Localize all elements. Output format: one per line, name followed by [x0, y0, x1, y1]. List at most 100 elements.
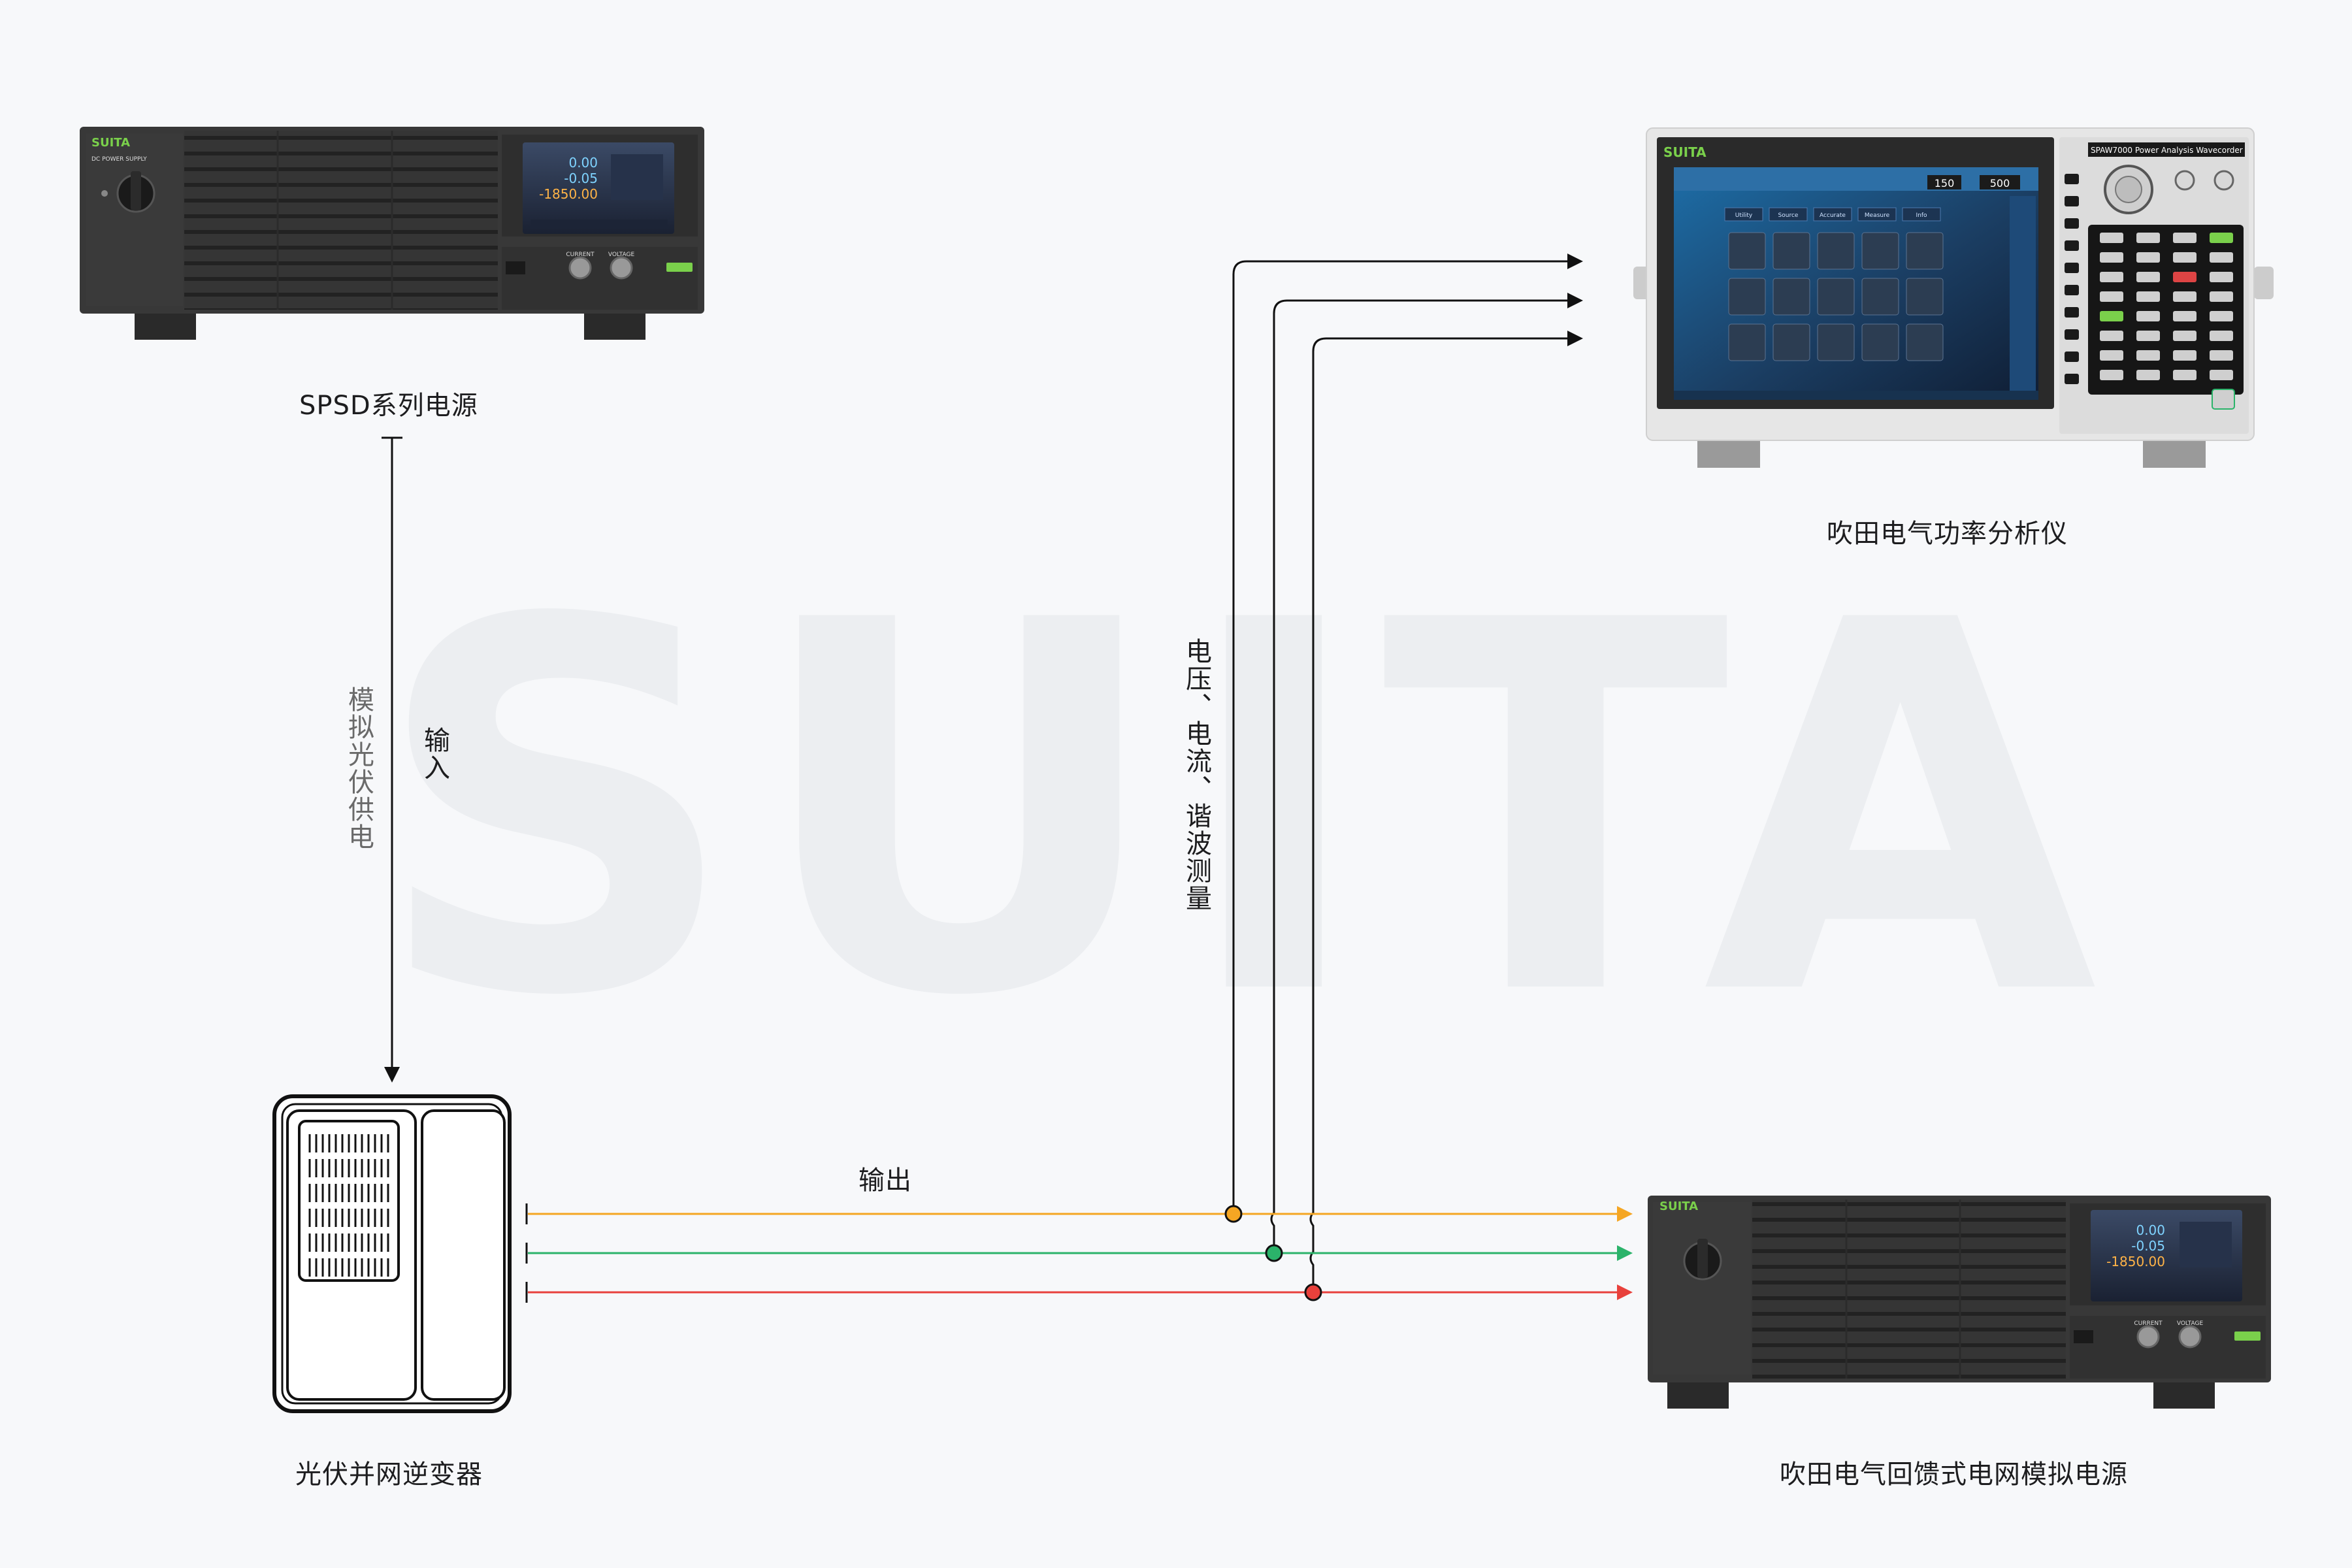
- analyzer-key[interactable]: [2136, 350, 2160, 361]
- grid-current-knob[interactable]: [2136, 1325, 2160, 1348]
- analyzer-tab[interactable]: [1769, 207, 1808, 221]
- analyzer-tab-label: Accurate: [1820, 212, 1846, 219]
- analyzer-side-key[interactable]: [2065, 196, 2079, 206]
- analyzer-key[interactable]: [2136, 252, 2160, 263]
- analyzer-key[interactable]: [2173, 233, 2197, 243]
- analyzer-readout-2: 500: [1990, 177, 2010, 189]
- inverter-device: [272, 1094, 512, 1413]
- analyzer-key[interactable]: [2100, 311, 2123, 321]
- analyzer-key[interactable]: [2100, 331, 2123, 341]
- analyzer-app-icon[interactable]: [1906, 278, 1944, 316]
- analyzer-key[interactable]: [2173, 272, 2197, 282]
- analyzer-tab-label: Measure: [1865, 212, 1890, 219]
- analyzer-side-key[interactable]: [2065, 174, 2079, 184]
- grid-display-value-3: -1850.00: [2106, 1254, 2165, 1269]
- analyzer-readout-1: 150: [1935, 177, 1955, 189]
- analyzer-key[interactable]: [2210, 272, 2233, 282]
- analyzer-key[interactable]: [2100, 370, 2123, 380]
- grid-voltage-knob[interactable]: [2178, 1325, 2202, 1348]
- analyzer-key[interactable]: [2173, 350, 2197, 361]
- dc-display-value-1: 0.00: [568, 155, 598, 171]
- analyzer-key[interactable]: [2210, 252, 2233, 263]
- analyzer-app-icon[interactable]: [1861, 278, 1899, 316]
- junction-orange: [1224, 1205, 1243, 1223]
- analyzer-key[interactable]: [2136, 233, 2160, 243]
- analyzer-keypad: [2088, 225, 2244, 395]
- grid-sim-label: 吹田电气回馈式电网模拟电源: [1780, 1460, 2128, 1490]
- output-button[interactable]: [666, 263, 693, 272]
- analyzer-tab[interactable]: [1902, 207, 1941, 221]
- analyzer-key[interactable]: [2210, 233, 2233, 243]
- analyzer-side-key[interactable]: [2065, 285, 2079, 295]
- analyzer-key[interactable]: [2210, 350, 2233, 361]
- analyzer-tab[interactable]: [1857, 207, 1897, 221]
- analyzer-app-icon[interactable]: [1728, 323, 1766, 361]
- analyzer-key[interactable]: [2173, 291, 2197, 302]
- analyzer-app-grid: [1728, 232, 1944, 361]
- measure-wire-2: [1270, 293, 1583, 1253]
- measure-wire-1: [1232, 253, 1583, 1214]
- measurement-label: 电压、电流、谐波测量: [1181, 638, 1211, 912]
- analyzer-key[interactable]: [2210, 370, 2233, 380]
- output-label: 输出: [858, 1166, 912, 1196]
- analyzer-key[interactable]: [2210, 331, 2233, 341]
- analyzer-app-icon[interactable]: [1817, 232, 1855, 270]
- analyzer-key[interactable]: [2136, 331, 2160, 341]
- analyzer-key[interactable]: [2100, 233, 2123, 243]
- analyzer-small-knob-1[interactable]: [2174, 170, 2195, 191]
- current-knob[interactable]: [568, 256, 592, 280]
- analyzer-app-icon[interactable]: [1817, 323, 1855, 361]
- grid-usb-port[interactable]: [2074, 1330, 2093, 1343]
- grid-output-button[interactable]: [2234, 1331, 2261, 1341]
- analyzer-small-knob-2[interactable]: [2213, 170, 2234, 191]
- dc-display-value-2: -0.05: [564, 171, 598, 186]
- analyzer-app-icon[interactable]: [1906, 232, 1944, 270]
- analyzer-key[interactable]: [2136, 272, 2160, 282]
- analyzer-app-icon[interactable]: [1728, 278, 1766, 316]
- analyzer-key[interactable]: [2100, 350, 2123, 361]
- analyzer-key[interactable]: [2173, 252, 2197, 263]
- analyzer-side-key[interactable]: [2065, 374, 2079, 384]
- analyzer-app-icon[interactable]: [1772, 232, 1810, 270]
- analyzer-key[interactable]: [2100, 291, 2123, 302]
- analyzer-app-icon[interactable]: [1728, 232, 1766, 270]
- analyzer-key[interactable]: [2136, 291, 2160, 302]
- dc-supply-label: SPSD系列电源: [299, 391, 478, 421]
- analyzer-tab[interactable]: [1724, 207, 1763, 221]
- analyzer-app-icon[interactable]: [1772, 323, 1810, 361]
- analyzer-key[interactable]: [2210, 291, 2233, 302]
- analyzer-power-button[interactable]: [2212, 389, 2235, 410]
- analyzer-app-icon[interactable]: [1861, 232, 1899, 270]
- analyzer-key[interactable]: [2173, 370, 2197, 380]
- grid-brand-text: SUITA: [1659, 1200, 1698, 1213]
- analyzer-key[interactable]: [2100, 252, 2123, 263]
- analyzer-tab-label: Source: [1778, 212, 1799, 219]
- analyzer-model-text: SPAW7000 Power Analysis Wavecorder: [2091, 146, 2243, 155]
- analyzer-key[interactable]: [2173, 331, 2197, 341]
- analyzer-tab[interactable]: [1813, 207, 1852, 221]
- analyzer-key[interactable]: [2136, 311, 2160, 321]
- dc-knob-label-voltage: VOLTAGE: [608, 252, 635, 258]
- analyzer-app-icon[interactable]: [1817, 278, 1855, 316]
- analyzer-side-key[interactable]: [2065, 329, 2079, 340]
- usb-port[interactable]: [506, 261, 525, 274]
- analyzer-key[interactable]: [2100, 272, 2123, 282]
- analyzer-key[interactable]: [2210, 311, 2233, 321]
- grid-knob-label-voltage: VOLTAGE: [2177, 1320, 2204, 1327]
- analyzer-key[interactable]: [2136, 370, 2160, 380]
- dc-knob-label-current: CURRENT: [566, 252, 595, 258]
- analyzer-label: 吹田电气功率分析仪: [1827, 519, 2068, 549]
- voltage-knob[interactable]: [610, 256, 633, 280]
- analyzer-side-key[interactable]: [2065, 240, 2079, 251]
- analyzer-side-key[interactable]: [2065, 218, 2079, 229]
- analyzer-key[interactable]: [2173, 311, 2197, 321]
- analyzer-side-key[interactable]: [2065, 351, 2079, 362]
- analyzer-app-icon[interactable]: [1772, 278, 1810, 316]
- analyzer-side-key[interactable]: [2065, 307, 2079, 318]
- analyzer-app-icon[interactable]: [1861, 323, 1899, 361]
- analyzer-app-icon[interactable]: [1906, 323, 1944, 361]
- dc-power-supply-device: SUITA DC POWER SUPPLY 0.00 -0.05 -1850.0…: [80, 127, 704, 340]
- analyzer-tab-label: Utility: [1735, 212, 1753, 219]
- analyzer-side-key[interactable]: [2065, 263, 2079, 273]
